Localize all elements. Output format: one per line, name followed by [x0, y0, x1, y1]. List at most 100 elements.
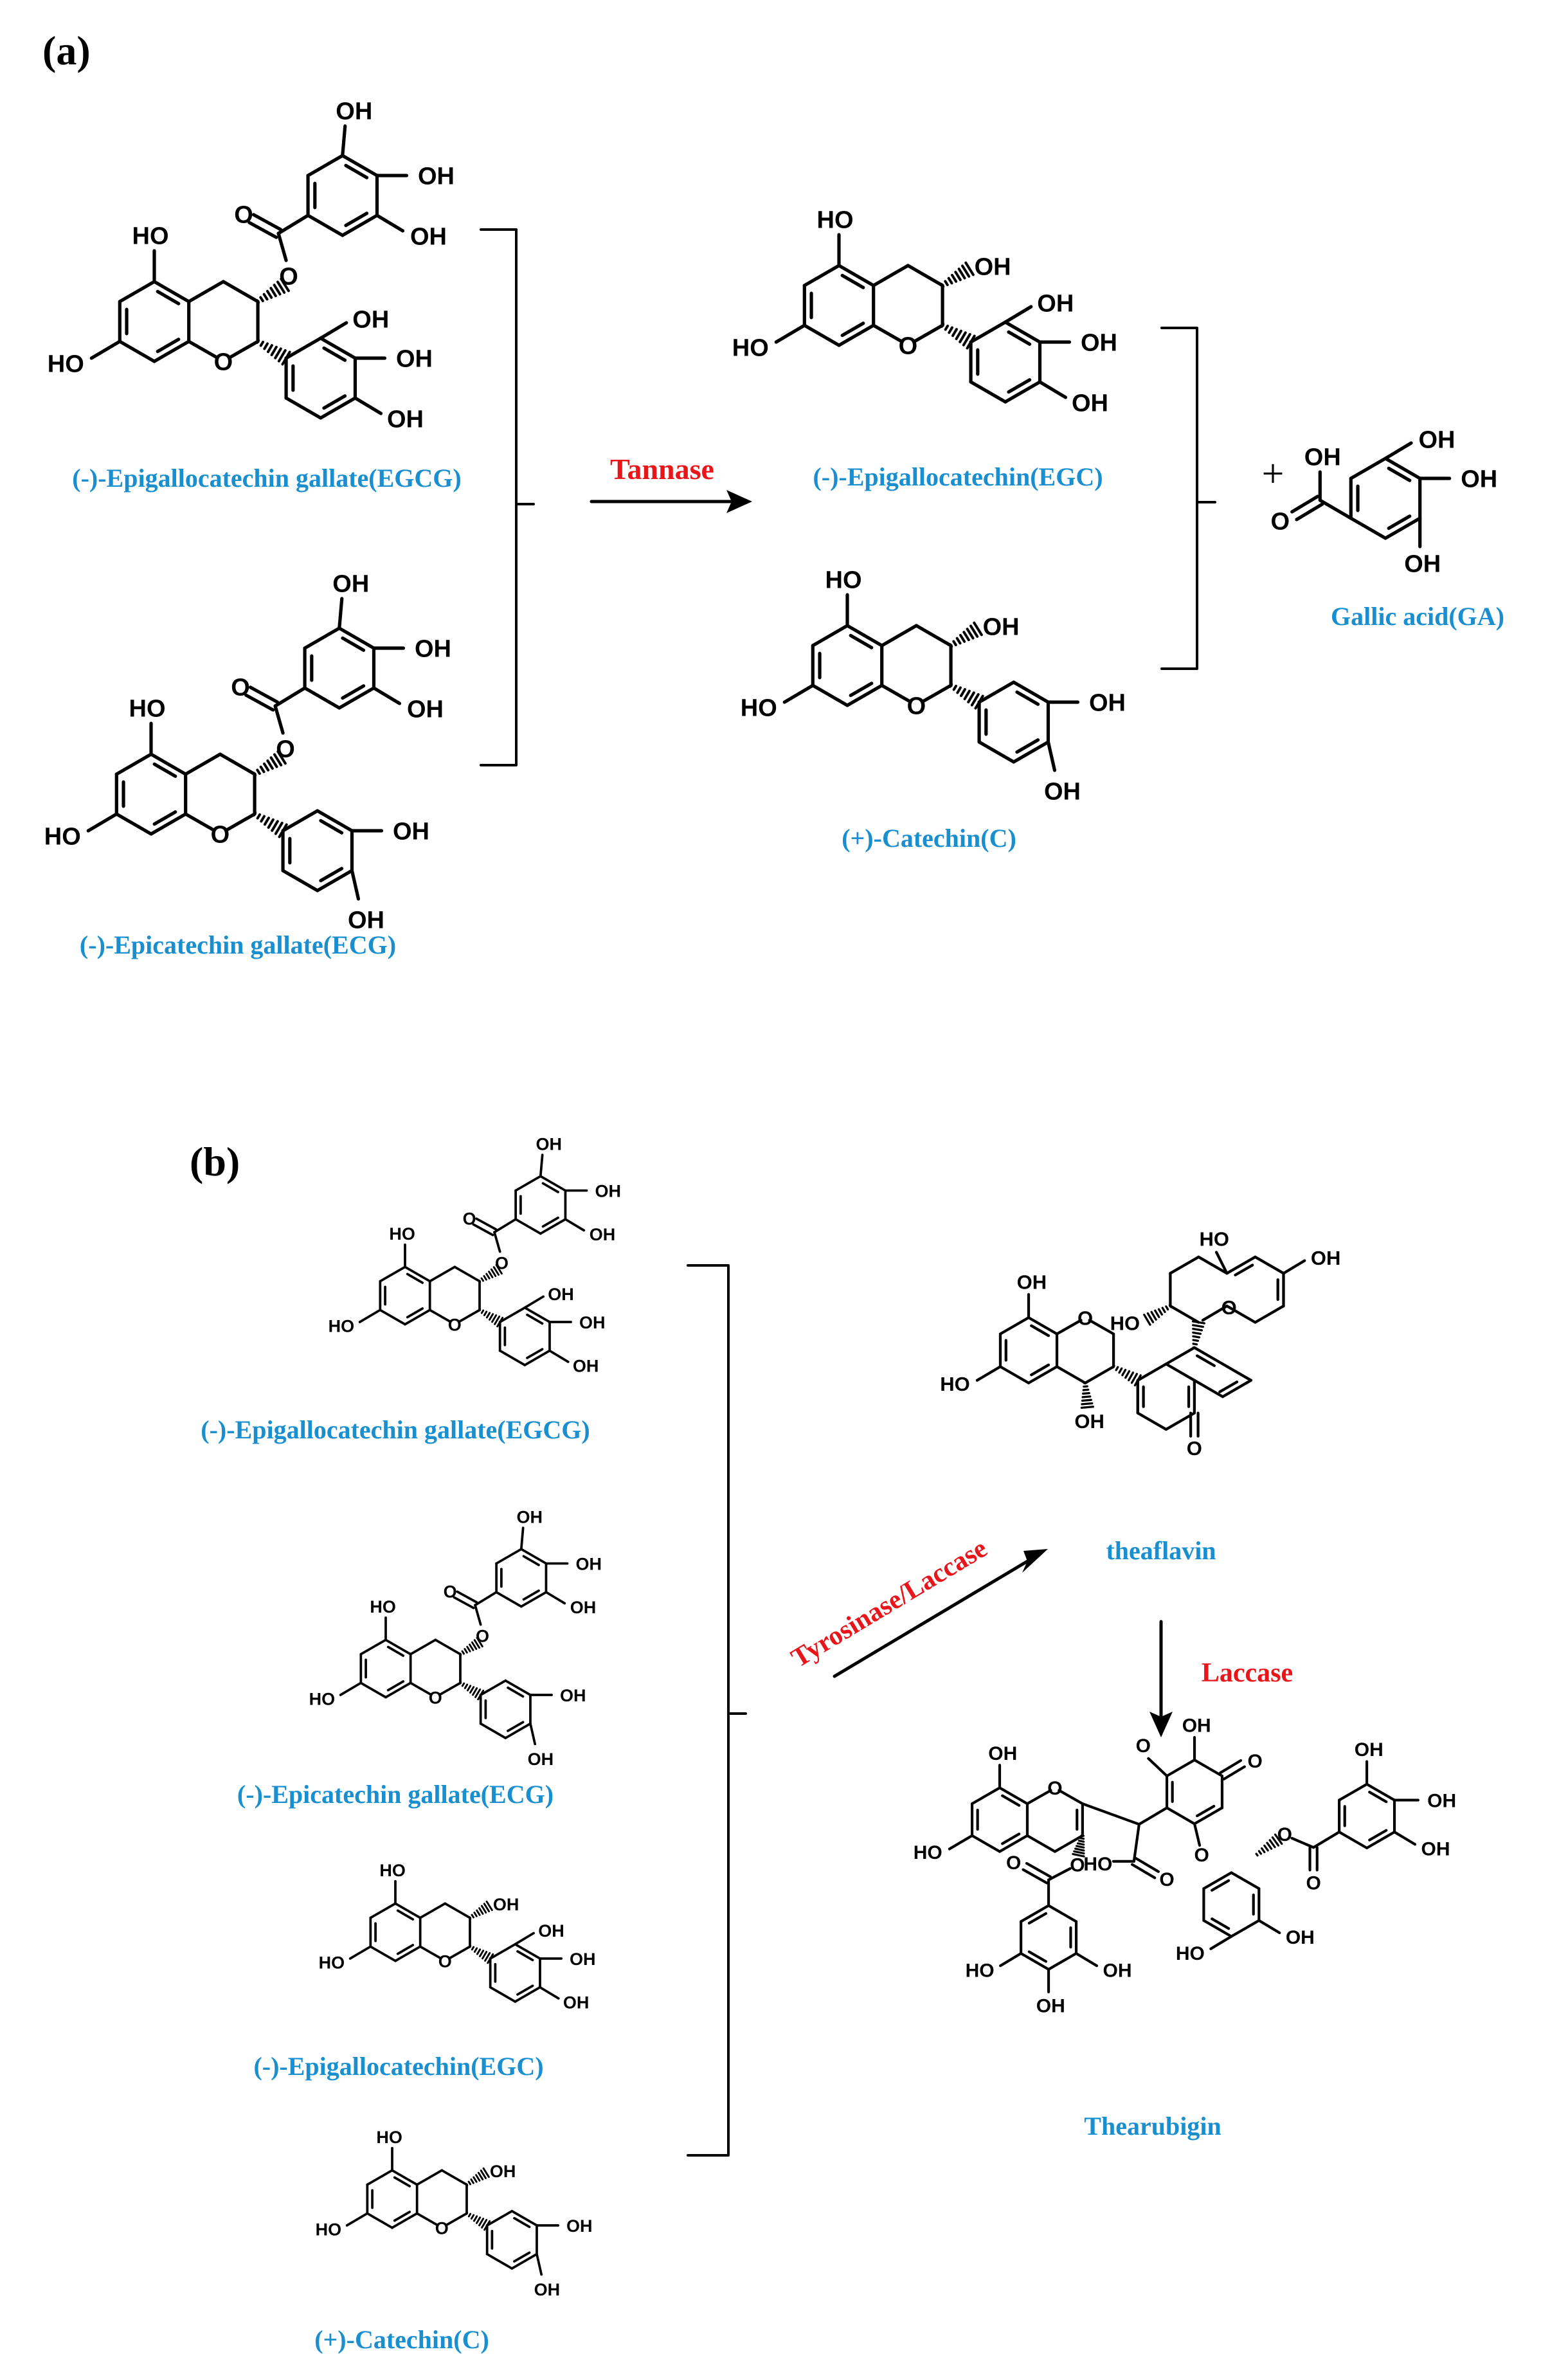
hashed-bond-3	[269, 756, 278, 768]
hashed-bond	[1077, 1840, 1085, 1843]
double-bond	[516, 1950, 534, 1962]
carbonyl-oxygen: O	[1306, 1872, 1320, 1894]
hashed-bond	[1121, 1368, 1127, 1377]
hashed-bond	[1255, 1852, 1259, 1857]
ring-oxygen: O	[1047, 1778, 1062, 1799]
bond	[184, 812, 215, 832]
hashed-bond-3	[490, 1268, 497, 1277]
hydroxyl-3: OH	[983, 614, 1020, 641]
hashed-bond-2	[465, 2211, 469, 2215]
double-bond	[1015, 690, 1040, 706]
bond	[914, 624, 953, 647]
hydroxyl: HO	[1200, 1227, 1230, 1250]
ring-double-bond	[1202, 1871, 1233, 1890]
bond	[519, 1526, 525, 1551]
hydroxyl: OH	[1103, 1960, 1132, 1981]
hashed-bond-3	[480, 2169, 487, 2180]
hashed-bond	[1161, 1307, 1166, 1314]
ring-bond	[1136, 1411, 1167, 1431]
thearubigin-name: Thearubigin	[1084, 2112, 1221, 2141]
bond	[1221, 1363, 1253, 1382]
hashed-bond	[1257, 1850, 1263, 1855]
bond	[187, 280, 225, 303]
ring-bond	[495, 1591, 523, 1608]
ring-oxygen: O	[435, 2218, 449, 2238]
bond	[514, 1932, 535, 1946]
bond	[1169, 1255, 1200, 1275]
bond	[415, 2212, 438, 2227]
hashed-bond-3	[483, 1275, 487, 1281]
bond	[1254, 1255, 1285, 1275]
ring-bond	[1338, 1782, 1369, 1802]
double-bond	[386, 1680, 405, 1692]
bond	[880, 684, 912, 703]
hashed-bond-2	[955, 329, 962, 341]
hashed-bond-2	[474, 1688, 482, 1698]
hashed-bond-3	[259, 296, 264, 303]
hashed-bond-3	[949, 643, 953, 648]
double-bond	[1368, 1829, 1388, 1842]
ring-double-bond	[514, 1942, 541, 1960]
ring-bond	[303, 686, 341, 710]
bond	[1169, 1304, 1200, 1324]
hashed-bond	[1271, 1836, 1280, 1847]
galloyl-oh-4: OH	[418, 163, 455, 190]
bond	[1193, 1379, 1225, 1399]
double-bond	[1007, 378, 1032, 394]
ester-oxygen: O	[495, 1254, 509, 1273]
double-bond	[396, 1909, 415, 1921]
ring-double-bond	[519, 1548, 548, 1565]
ring-bond	[479, 1679, 507, 1696]
hashed-bond-3	[959, 633, 966, 643]
galloyl-oh-5: OH	[590, 1225, 616, 1244]
bond	[1197, 1255, 1229, 1275]
hashed-bond-3	[458, 1652, 462, 1656]
ring-bond	[1230, 1871, 1261, 1890]
hashed-bond	[1074, 1847, 1085, 1852]
ring-bond	[970, 1786, 1002, 1806]
double-bond	[393, 2211, 411, 2222]
hashed-bond-3	[973, 621, 983, 637]
hydroxyl-5p: OH	[573, 1356, 599, 1375]
ring-bond	[1165, 1806, 1196, 1825]
hydroxyl-4p: OH	[579, 1313, 606, 1332]
ring-double-bond	[1383, 457, 1422, 480]
galloyl-oh-5: OH	[407, 696, 444, 723]
ring-double-bond	[149, 752, 188, 776]
bond	[975, 1365, 1002, 1382]
bond	[1055, 1319, 1083, 1335]
double-bond	[840, 273, 865, 289]
ring-bond	[359, 1681, 387, 1699]
bond	[1047, 1867, 1072, 1881]
ring-bond	[498, 1349, 527, 1366]
double-bond	[526, 1313, 544, 1325]
hashed-bond-3	[273, 753, 283, 766]
hashed-bond-3	[276, 750, 287, 765]
laccase-arrowhead	[1149, 1712, 1173, 1737]
ring-bond	[498, 1306, 527, 1323]
bond	[375, 213, 405, 233]
ester-bond	[474, 1604, 482, 1626]
product-bracket-a	[1160, 327, 1216, 670]
ring-double-bond	[1012, 680, 1050, 704]
ring-double-bond	[1012, 740, 1050, 764]
hashed-bond	[1073, 1850, 1085, 1855]
ecg-name-b: (-)-Epicatechin gallate(ECG)	[237, 1780, 554, 1809]
hydroxyl-3: OH	[1419, 427, 1455, 454]
ring-bond	[1164, 1363, 1196, 1382]
hashed-bond-2	[967, 691, 975, 703]
double-bond	[1027, 1950, 1048, 1963]
bond	[86, 812, 118, 833]
ring-bond	[1349, 457, 1387, 480]
hashed-bond-3	[256, 768, 261, 775]
ring-double-bond	[998, 1786, 1029, 1806]
hashed-bond-3	[273, 284, 282, 296]
bond	[539, 1154, 544, 1178]
hydroxyl-3: OH	[490, 2162, 516, 2181]
double-bond	[344, 212, 369, 228]
ring-double-bond	[1004, 320, 1042, 344]
hydroxyl-7: HO	[732, 335, 769, 362]
ring-oxygen: O	[448, 1315, 462, 1334]
galloyl-oh-3: OH	[336, 98, 372, 125]
